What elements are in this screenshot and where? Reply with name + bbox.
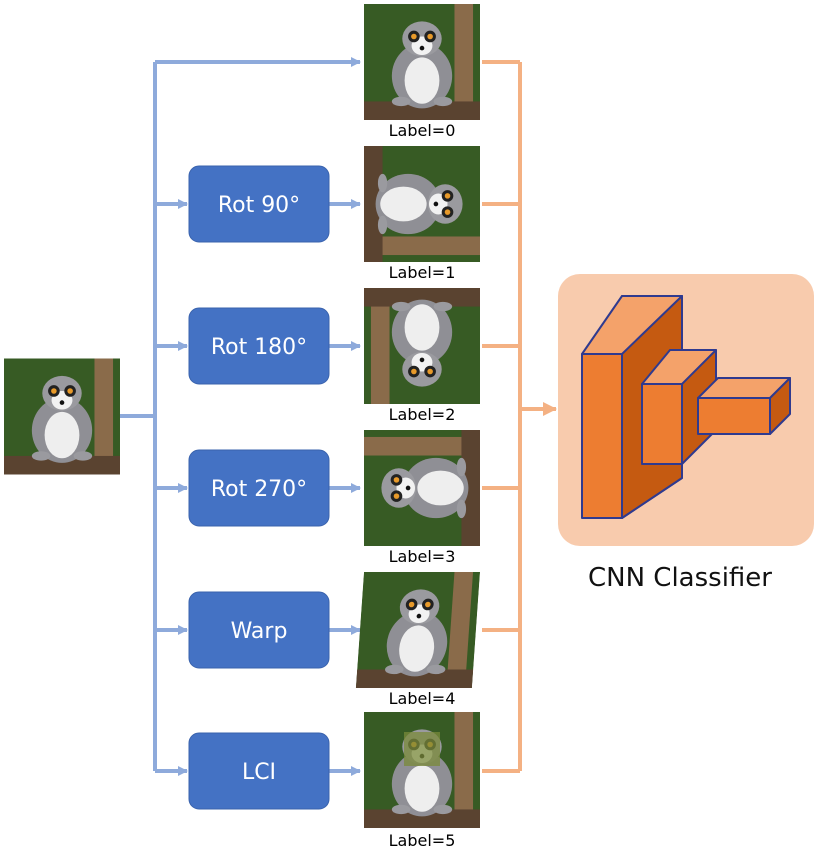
lemur-image-icon bbox=[364, 288, 480, 404]
input-image bbox=[4, 358, 120, 475]
lemur-image-icon bbox=[355, 572, 480, 688]
transform-label: Rot 180° bbox=[211, 335, 307, 360]
transform-box-warp: Warp bbox=[188, 591, 330, 669]
lemur-image-icon bbox=[364, 430, 480, 546]
transform-box-rot270: Rot 270° bbox=[188, 449, 330, 527]
lemur-image-icon bbox=[4, 358, 120, 475]
output-caption: Label=2 bbox=[389, 405, 456, 424]
lemur-image-icon bbox=[364, 712, 480, 828]
transform-box-rot180: Rot 180° bbox=[188, 307, 330, 385]
output-caption: Label=5 bbox=[389, 831, 456, 850]
output-image-5 bbox=[364, 712, 480, 828]
output-image-3 bbox=[364, 430, 480, 546]
classifier-connectors bbox=[482, 60, 557, 773]
transform-label: Rot 270° bbox=[211, 477, 307, 502]
output-image-1 bbox=[364, 146, 480, 262]
lemur-image-icon bbox=[364, 146, 480, 262]
local-patch-icon bbox=[404, 732, 440, 766]
output-image-4 bbox=[355, 572, 480, 688]
output-caption: Label=1 bbox=[389, 263, 456, 282]
cnn-classifier: CNN Classifier bbox=[558, 274, 814, 593]
transform-label: LCI bbox=[242, 760, 276, 785]
transform-box-lci: LCI bbox=[188, 732, 330, 810]
classifier-title: CNN Classifier bbox=[588, 563, 772, 593]
cnn-layers-icon bbox=[581, 295, 791, 519]
lemur-image-icon bbox=[364, 4, 480, 120]
output-image-0 bbox=[364, 4, 480, 120]
branch-connectors bbox=[120, 57, 361, 776]
output-image-2 bbox=[364, 288, 480, 404]
output-caption: Label=4 bbox=[389, 689, 456, 708]
transform-label: Rot 90° bbox=[218, 193, 300, 218]
transform-box-rot90: Rot 90° bbox=[188, 165, 330, 243]
transform-label: Warp bbox=[231, 619, 288, 644]
output-caption: Label=0 bbox=[389, 121, 456, 140]
output-caption: Label=3 bbox=[389, 547, 456, 566]
